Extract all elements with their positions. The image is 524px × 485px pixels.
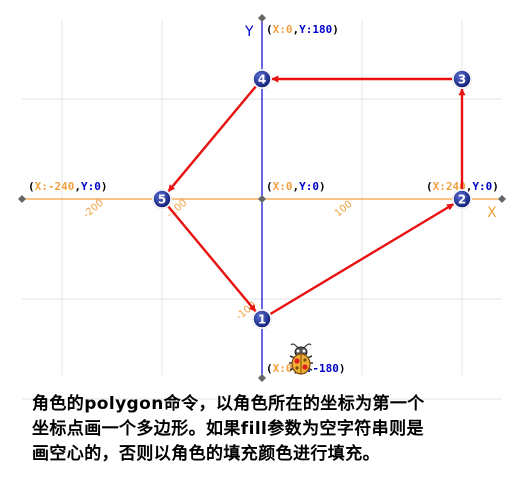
caption: 角色的polygon命令，以角色所在的坐标为第一个 坐标点画一个多边形。如果fi…	[32, 392, 512, 467]
vertex-marker	[452, 189, 472, 209]
x-axis-end-right-marker	[498, 195, 506, 203]
sprite-spot	[295, 366, 299, 370]
sprite-antenna	[303, 343, 312, 349]
coordinate-label-top: (X:0,Y:180)	[266, 23, 339, 36]
sprite-eye	[302, 349, 306, 353]
y-axis-end-bottom-marker	[258, 374, 266, 382]
vertex-marker	[452, 69, 472, 89]
sprite	[289, 343, 313, 375]
caption-line: 角色的polygon命令，以角色所在的坐标为第一个	[32, 394, 425, 414]
sprite-spot	[302, 364, 308, 370]
caption-line: 坐标点画一个多边形。如果fill参数为空字符串则是	[32, 419, 424, 439]
x-tick-label: 100	[333, 199, 355, 220]
sprite-spot	[294, 358, 300, 364]
coordinate-label-left: (X:-240,Y:0)	[28, 180, 108, 193]
x-tick-label: -200	[81, 198, 105, 221]
y-axis-name: Y	[244, 24, 254, 40]
x-axis-name: X	[487, 205, 497, 221]
vertex-label: 2	[458, 193, 466, 207]
vertex-marker	[252, 69, 272, 89]
polygon-edge-arrow	[269, 203, 455, 316]
vertex-marker	[252, 309, 272, 329]
polygon-edge-arrow	[166, 205, 257, 313]
ladybug-sprite-icon	[289, 343, 313, 375]
polygon-vertices: 1 2 3 4 5	[152, 69, 472, 329]
x-axis-end-left-marker	[18, 195, 26, 203]
vertex-label: 1	[258, 313, 266, 327]
polygon-edge-arrow	[167, 85, 258, 193]
sprite-spot	[303, 358, 307, 362]
caption-line: 画空心的，否则以角色的填充颜色进行填充。	[32, 444, 380, 464]
vertex-label: 3	[458, 73, 466, 87]
coordinate-labels: (X:0,Y:180)(X:0,Y:-180)(X:-240,Y:0)(X:24…	[28, 23, 499, 375]
y-axis-end-top-marker	[258, 14, 266, 22]
vertex-label: 4	[258, 73, 266, 87]
sprite-eye	[296, 349, 300, 353]
vertex-marker	[152, 189, 172, 209]
coordinate-label-right: (X:240,Y:0)	[426, 180, 499, 193]
vertex-label: 5	[158, 193, 166, 207]
polygon-edges	[166, 75, 466, 316]
coordinate-label-origin: (X:0,Y:0)	[266, 180, 326, 193]
origin-marker	[258, 195, 266, 203]
sprite-antenna	[290, 343, 299, 349]
